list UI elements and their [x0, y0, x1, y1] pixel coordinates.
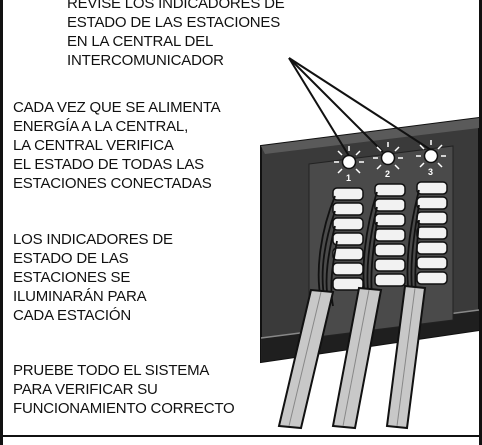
- indicators-light-text: LOS INDICADORES DE ESTADO DE LAS ESTACIO…: [13, 231, 173, 324]
- station-number-1: 1: [346, 173, 351, 183]
- station-status-leds: [334, 140, 446, 174]
- bottom-rule: [3, 435, 479, 437]
- station-2-led: [373, 142, 403, 170]
- station-3-led: [416, 140, 446, 168]
- station-number-3: 3: [428, 167, 433, 177]
- station-1-led: [334, 146, 364, 174]
- terminal-block-3: [416, 181, 448, 285]
- station-number-2: 2: [385, 169, 390, 179]
- terminal-block-1: [332, 187, 364, 291]
- cable-station-1: [277, 288, 335, 430]
- terminal-block-2: [374, 183, 406, 287]
- check-indicators-text: REVISE LOS INDICADORES DE ESTADO DE LAS …: [67, 0, 285, 69]
- power-check-text: CADA VEZ QUE SE ALIMENTA ENERGÍA A LA CE…: [13, 99, 221, 192]
- test-system-text: PRUEBE TODO EL SISTEMA PARA VERIFICAR SU…: [13, 362, 235, 417]
- central-unit-illustration: 1 2 3: [260, 57, 480, 430]
- cable-station-2: [331, 286, 383, 430]
- callout-lines: [288, 57, 432, 157]
